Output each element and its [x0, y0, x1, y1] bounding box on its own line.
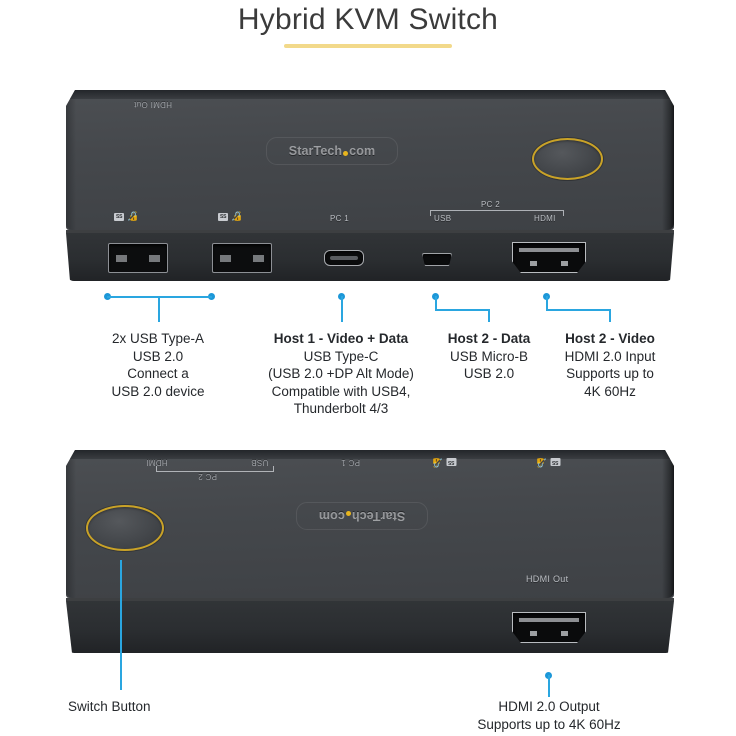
- caption-host-2-video: Host 2 - Video HDMI 2.0 Input Supports u…: [551, 330, 669, 400]
- caption-host1-line-1: USB Type-C: [303, 348, 379, 364]
- device-left-bevel: [66, 90, 76, 230]
- device-right-bevel: [662, 90, 674, 230]
- caption-host1-line-4: Thunderbolt 4/3: [293, 401, 389, 416]
- port-usb-micro-b[interactable]: [422, 253, 452, 266]
- device-rear-front-face: [66, 601, 674, 653]
- usb-c-tongue: [330, 256, 358, 260]
- rear-hdmi-out-silk: HDMI Out: [134, 100, 172, 109]
- usb-ss-badge-1: SS: [114, 212, 125, 221]
- silk-bracket-pc2: [430, 210, 564, 216]
- caption-host-1: Host 1 - Video + Data USB Type-C (USB 2.…: [253, 330, 429, 418]
- usb-trident-icon-2: 🔏: [231, 211, 243, 221]
- rear-silk-pc1: PC 1: [341, 458, 360, 467]
- rear-brand-text-part1: StarTech: [351, 509, 406, 523]
- page-title: Hybrid KVM Switch: [237, 3, 499, 36]
- caption-host2data-line-1: USB Micro-B: [449, 348, 528, 364]
- rear-brand-dot-icon: [345, 511, 351, 517]
- device-rear-left-bevel: [66, 450, 76, 598]
- caption-host1-heading: Host 1 - Video + Data: [273, 331, 409, 346]
- usb-a-icon-2: SS 🔏: [218, 212, 243, 221]
- callout-vline-switchbtn: [120, 560, 122, 690]
- callout-vline-host2video-b: [609, 309, 611, 322]
- brand-logo-front: StarTech com: [266, 137, 398, 165]
- brand-dot-icon: [343, 150, 349, 156]
- device-rear-lip: [66, 598, 674, 601]
- hdmi-pin-right-in: [561, 261, 568, 266]
- rear-usb-ss-badge-1: SS: [446, 458, 457, 467]
- hdmi-pin-right-out: [561, 631, 568, 636]
- hdmi-pin-left-in: [530, 261, 537, 266]
- caption-host1-line-3: Compatible with USB4,: [271, 383, 411, 399]
- callout-vline-host2video-a: [546, 296, 548, 310]
- title-underline: [284, 44, 452, 48]
- switch-button-rear[interactable]: [86, 505, 164, 551]
- caption-hdmi-output: HDMI 2.0 Output Supports up to 4K 60Hz: [454, 698, 644, 733]
- callout-hline-host2video: [546, 309, 611, 311]
- hdmi-contact-bar-out: [518, 617, 580, 623]
- brand-logo-rear: StarTech com: [296, 502, 428, 530]
- usb-ss-badge-2: SS: [218, 212, 229, 221]
- caption-usba-line-1: USB 2.0: [132, 348, 184, 364]
- rear-usb-ss-badge-2: SS: [550, 458, 561, 467]
- caption-usba-line-0: 2x USB Type-A: [111, 331, 205, 346]
- caption-switch-button: Switch Button: [68, 698, 228, 716]
- caption-host2video-line-1: HDMI 2.0 Input: [564, 348, 656, 364]
- caption-host2video-heading: Host 2 - Video: [565, 331, 655, 346]
- silk-label-pc1: PC 1: [330, 214, 349, 223]
- caption-hdmiout-line-1: Supports up to 4K 60Hz: [477, 716, 621, 732]
- port-hdmi-in[interactable]: [512, 242, 586, 273]
- caption-host2data-line-2: USB 2.0: [463, 366, 515, 381]
- caption-host2data-heading: Host 2 - Data: [447, 331, 531, 346]
- device-front-face: [66, 233, 674, 281]
- hdmi-pin-left-out: [530, 631, 537, 636]
- callout-hline-host2data: [435, 309, 490, 311]
- caption-host2video-line-3: 4K 60Hz: [584, 383, 636, 399]
- device-front-lip: [66, 230, 674, 233]
- rear-silk-pc2: PC 2: [198, 472, 217, 481]
- silk-label-hdmi: HDMI: [534, 214, 556, 223]
- rear-hdmi-out-label: HDMI Out: [526, 574, 569, 584]
- title-block: Hybrid KVM Switch: [0, 0, 736, 48]
- port-usb-a-2[interactable]: [212, 243, 272, 273]
- device-rear-far-edge: [66, 450, 674, 459]
- caption-usba-line-3: USB 2.0 device: [111, 383, 205, 399]
- port-hdmi-out[interactable]: [512, 612, 586, 643]
- port-usb-c[interactable]: [324, 250, 364, 266]
- callout-vline-host2data-a: [435, 296, 437, 310]
- rear-usb-trident-icon-2: 🔏: [536, 458, 548, 468]
- caption-hdmiout-line-0: HDMI 2.0 Output: [498, 699, 600, 714]
- usb-a-tongue-1: [115, 255, 161, 263]
- device-rear-edge: [66, 90, 674, 99]
- brand-text-part2: com: [349, 144, 376, 158]
- device-rear-right-bevel: [662, 450, 674, 598]
- usb-a-tongue-2: [219, 255, 265, 263]
- silk-label-usb: USB: [434, 214, 452, 223]
- callout-vline-usba: [158, 296, 160, 322]
- hdmi-contact-bar-in: [518, 247, 580, 253]
- silk-label-pc2: PC 2: [481, 200, 500, 209]
- usb-a-icon-1: SS 🔏: [114, 212, 139, 221]
- port-usb-a-1[interactable]: [108, 243, 168, 273]
- caption-host-2-data: Host 2 - Data USB Micro-B USB 2.0: [434, 330, 544, 383]
- caption-usb-type-a: 2x USB Type-A USB 2.0 Connect a USB 2.0 …: [72, 330, 244, 400]
- caption-usba-line-2: Connect a: [127, 366, 189, 381]
- caption-host2video-line-2: Supports up to: [566, 366, 654, 381]
- caption-switchbtn-line-0: Switch Button: [68, 699, 151, 714]
- rear-usb-a-icon-1: SS 🔏: [432, 458, 457, 468]
- callout-vline-host2data-b: [488, 309, 490, 322]
- callout-vline-hdmiout: [548, 675, 550, 697]
- rear-silk-bracket-pc2: [156, 466, 274, 472]
- caption-host1-line-2: (USB 2.0 +DP Alt Mode): [268, 366, 414, 381]
- rear-usb-a-icon-2: SS 🔏: [536, 458, 561, 468]
- rear-usb-trident-icon-1: 🔏: [432, 458, 444, 468]
- callout-vline-host1: [341, 296, 343, 322]
- usb-trident-icon-1: 🔏: [127, 211, 139, 221]
- rear-brand-text-part2: com: [318, 509, 345, 523]
- brand-text-part1: StarTech: [288, 144, 343, 158]
- switch-button-front[interactable]: [532, 138, 603, 180]
